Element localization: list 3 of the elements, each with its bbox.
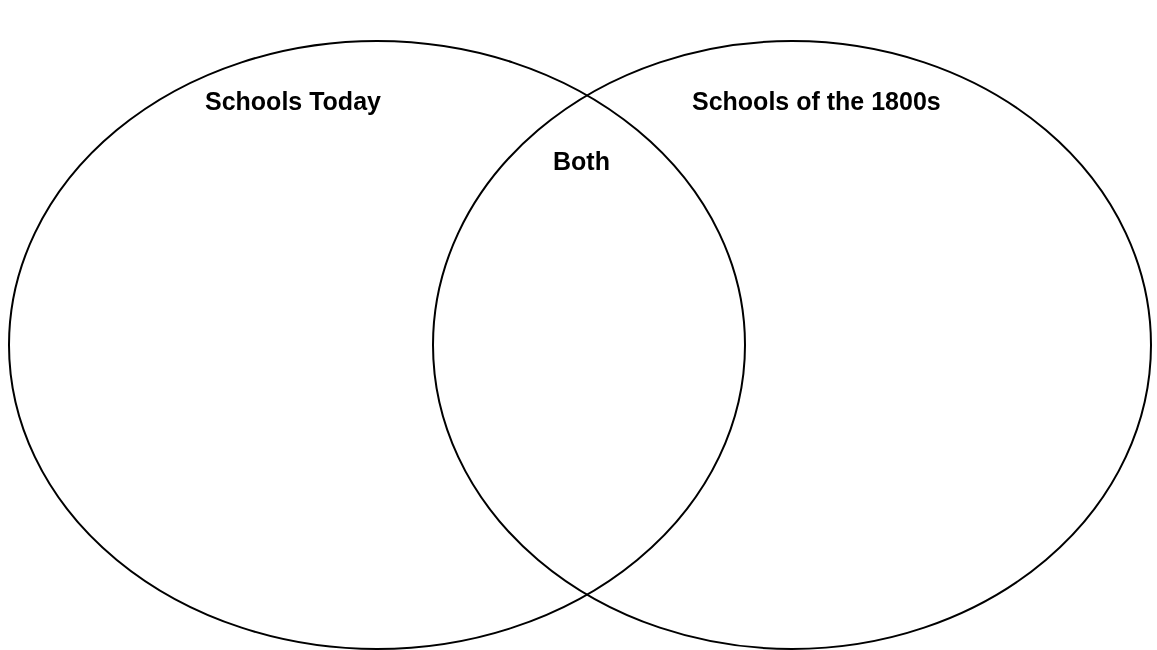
circle-title: Schools Today [205,87,381,116]
circle-title: Schools of the 1800s [692,87,941,116]
overlap-label: Both [553,147,610,176]
